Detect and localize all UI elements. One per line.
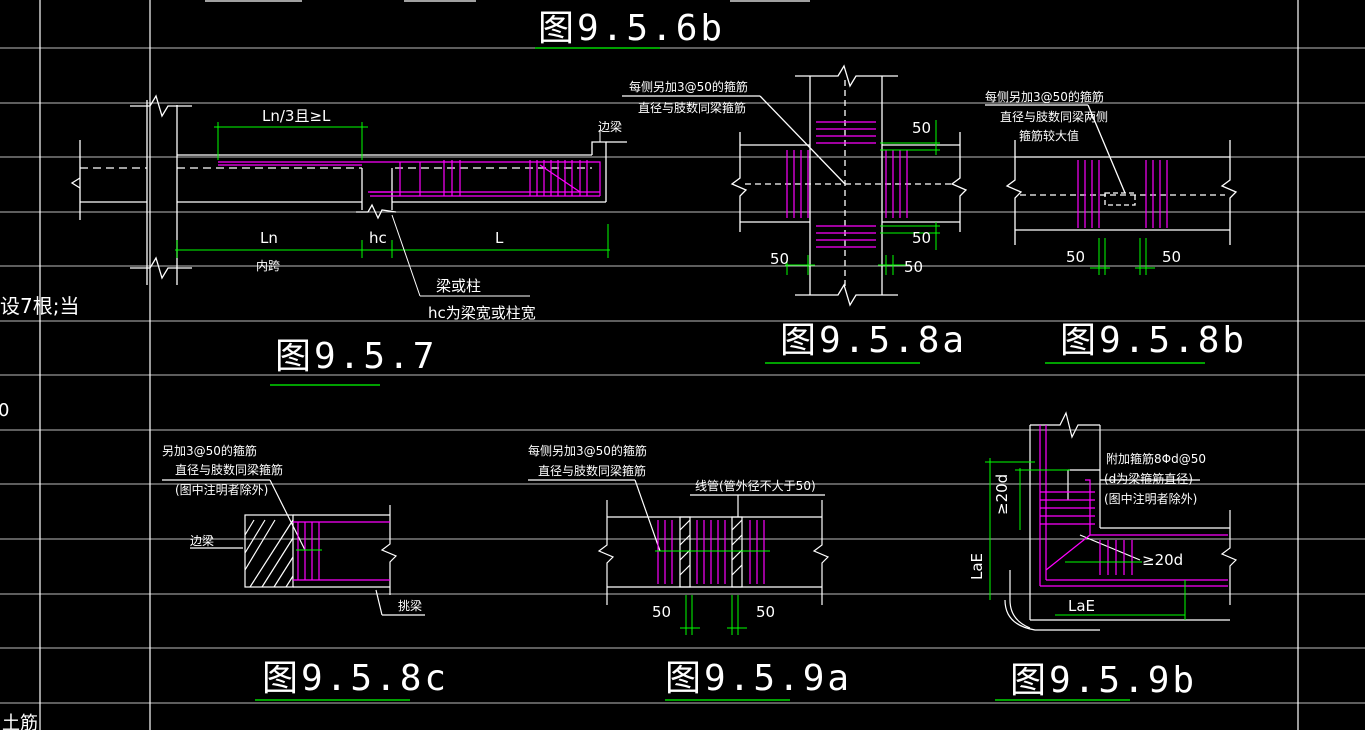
fig-9-5-8c-note2: 直径与肢数同梁箍筋 xyxy=(175,462,283,477)
fig-9-5-9b-note2: (d为梁箍筋直径) xyxy=(1104,471,1193,486)
fig-9-5-9b-dim-20d-horizontal: ≥20d xyxy=(1142,551,1183,569)
fig-9-5-8a-dim-50-1: 50 xyxy=(912,119,931,137)
fig-9-5-8a-dim-50-2: 50 xyxy=(912,229,931,247)
fig-9-5-9b: 附加箍筋8Φd@50 (d为梁箍筋直径) (图中注明者除外) ≥20d ≥20d… xyxy=(968,411,1238,701)
fig-9-5-7-dim-top: Ln/3且≥L xyxy=(262,107,331,125)
fig-9-5-9b-lae-vertical: LaE xyxy=(968,553,986,580)
fig-9-5-7-ln: Ln xyxy=(260,229,278,247)
fig-9-5-8b-note1: 每侧另加3@50的箍筋 xyxy=(985,89,1104,104)
fig-9-5-9a-note1: 每侧另加3@50的箍筋 xyxy=(528,443,647,458)
fig-9-5-8c-title: 图9.5.8c xyxy=(262,658,449,699)
fig-9-5-8c-note1: 另加3@50的箍筋 xyxy=(162,443,257,458)
fig-9-5-7: Ln/3且≥L 边梁 Ln hc L 内跨 梁或柱 hc为梁宽或柱宽 图9.5.… xyxy=(70,94,627,386)
fig-9-5-8c: 另加3@50的箍筋 直径与肢数同梁箍筋 (图中注明者除外) 边梁 挑梁 图9.5… xyxy=(162,443,449,701)
drawing-frame xyxy=(39,0,1299,730)
fig-9-5-7-l: L xyxy=(495,229,504,247)
fig-9-5-9a-dim-50-2: 50 xyxy=(756,603,775,621)
fig-9-5-7-hc-note: hc为梁宽或柱宽 xyxy=(428,304,536,322)
fig-9-5-8b-note2: 直径与肢数同梁两侧 xyxy=(1000,109,1108,124)
fig-9-5-7-title: 图9.5.7 xyxy=(275,336,437,377)
fig-9-5-8a-dim-50-4: 50 xyxy=(904,258,923,276)
fig-9-5-8c-cant-beam: 挑梁 xyxy=(398,598,422,613)
drawing-gridlines xyxy=(0,47,1365,704)
fig-9-5-9a-title: 图9.5.9a xyxy=(665,658,852,699)
fig-9-5-7-span: 内跨 xyxy=(256,259,280,273)
fig-9-5-9b-lae-horizontal: LaE xyxy=(1068,597,1095,615)
fig-9-5-6b-title: 图9.5.6b xyxy=(538,8,725,49)
left-fragment-text-3: 土筋 xyxy=(2,713,38,730)
fig-9-5-8a-note2: 直径与肢数同梁箍筋 xyxy=(638,100,746,115)
fig-9-5-8b-title: 图9.5.8b xyxy=(1060,320,1247,361)
fig-9-5-8b-dim-50-2: 50 xyxy=(1162,248,1181,266)
fig-9-5-9a-pipe: 线管(管外径不大于50) xyxy=(695,478,816,493)
left-fragment-text-2: 0 xyxy=(0,400,9,421)
fig-9-5-9b-note1: 附加箍筋8Φd@50 xyxy=(1106,451,1206,466)
fig-9-5-8b-dim-50-1: 50 xyxy=(1066,248,1085,266)
fig-9-5-8a-title: 图9.5.8a xyxy=(780,320,967,361)
left-fragment-text-1: 设7根;当 xyxy=(0,294,79,318)
fig-9-5-8a: 每侧另加3@50的箍筋 直径与肢数同梁箍筋 50 50 50 50 图9.5.8… xyxy=(622,64,968,364)
fig-9-5-9a-dim-50-1: 50 xyxy=(652,603,671,621)
fig-9-5-9a-note2: 直径与肢数同梁箍筋 xyxy=(538,463,646,478)
fig-9-5-8a-dim-50-3: 50 xyxy=(770,250,789,268)
fig-9-5-8b: 每侧另加3@50的箍筋 直径与肢数同梁两侧 箍筋较大值 50 50 图9.5.8… xyxy=(985,89,1247,364)
fig-9-5-9a: 每侧另加3@50的箍筋 直径与肢数同梁箍筋 线管(管外径不大于50) 50 50… xyxy=(528,443,852,701)
fig-9-5-8b-note3: 箍筋较大值 xyxy=(1019,128,1079,143)
fig-9-5-9b-note3: (图中注明者除外) xyxy=(1104,491,1197,506)
fig-9-5-9b-title: 图9.5.9b xyxy=(1010,660,1197,701)
fig-9-5-9b-dim-20d-vertical: ≥20d xyxy=(993,474,1011,515)
fig-9-5-7-edge-beam: 边梁 xyxy=(598,119,622,134)
fig-9-5-8a-note1: 每侧另加3@50的箍筋 xyxy=(629,79,748,94)
fig-9-5-7-beam-or-col: 梁或柱 xyxy=(436,277,481,295)
fig-9-5-7-hc: hc xyxy=(369,229,387,247)
fig-9-5-8c-note3: (图中注明者除外) xyxy=(175,482,268,497)
fig-9-5-8c-edge-beam: 边梁 xyxy=(190,533,214,548)
